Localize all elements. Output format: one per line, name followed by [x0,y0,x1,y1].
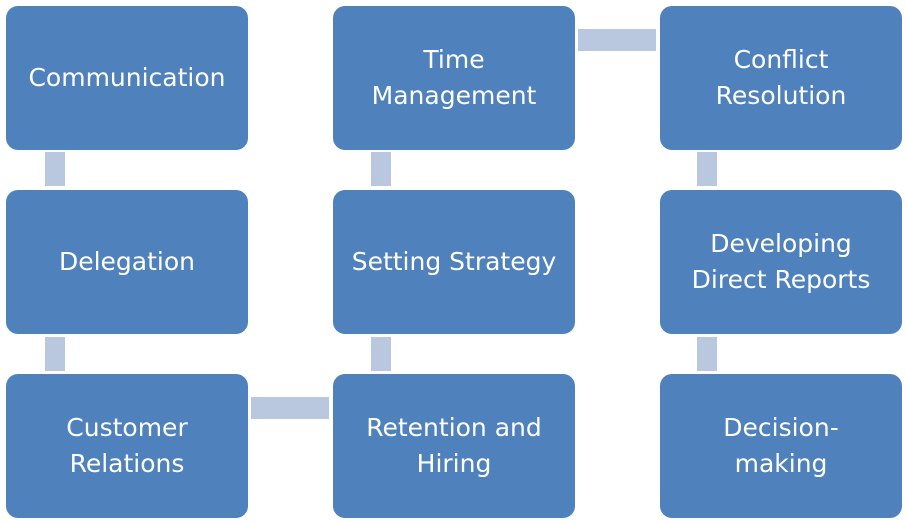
node-label: Decision-making [723,413,839,478]
connector-developing-direct-reports-decision-making [697,337,717,371]
node-label: Developing Direct Reports [691,229,871,294]
node-decision-making: Decision-making [660,374,902,518]
node-retention-hiring: Retention and Hiring [333,374,575,518]
connector-customer-relations-retention-hiring [251,397,329,419]
node-time-management: Time Management [333,6,575,150]
connector-conflict-resolution-developing-direct-reports [697,152,717,186]
connector-delegation-customer-relations [45,337,65,371]
connector-communication-delegation [45,152,65,186]
node-label: Delegation [58,247,196,276]
node-developing-direct-reports: Developing Direct Reports [660,190,902,334]
connector-retention-hiring-setting-strategy [371,337,391,371]
node-label: Time Management [371,45,537,110]
node-communication: Communication [6,6,248,150]
node-setting-strategy: Setting Strategy [333,190,575,334]
node-label: Retention and Hiring [366,413,542,478]
node-label: Customer Relations [66,413,188,478]
node-label: Communication [28,63,226,92]
node-label: Conflict Resolution [715,45,847,110]
node-customer-relations: Customer Relations [6,374,248,518]
connector-time-management-conflict-resolution [578,29,656,51]
node-conflict-resolution: Conflict Resolution [660,6,902,150]
node-label: Setting Strategy [351,247,557,276]
connector-setting-strategy-time-management [371,152,391,186]
node-delegation: Delegation [6,190,248,334]
